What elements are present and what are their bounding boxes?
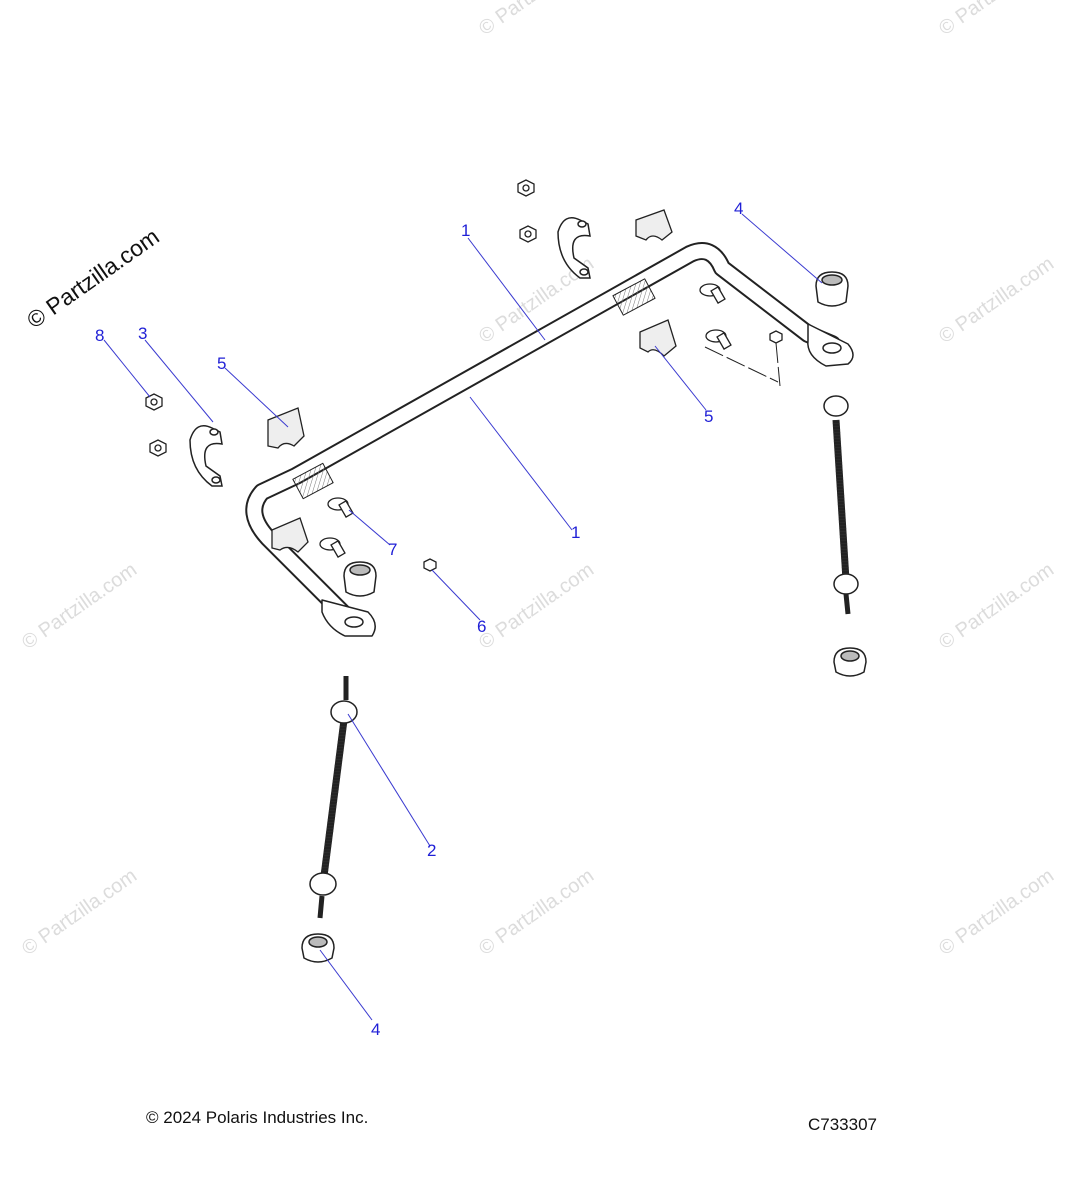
callout-nut-flange: 8 [95, 326, 105, 345]
retainer [267, 209, 677, 553]
callout-clamp-left: 3 [138, 324, 148, 343]
clamp [189, 217, 591, 487]
link-rod [309, 395, 859, 919]
bolt [319, 283, 732, 558]
callout-retainer-left: 5 [217, 354, 227, 373]
callout-nut-small: 6 [477, 617, 487, 636]
stabilizer-bar [245, 242, 854, 637]
callout-bushing-left-bottom: 4 [371, 1020, 381, 1039]
callout-bushing-right-top: 4 [734, 199, 744, 218]
callout-link-left: 2 [427, 841, 437, 860]
leader-lines [103, 213, 823, 1021]
callout-bar-lower: 1 [571, 523, 581, 542]
bushing [301, 271, 867, 963]
diagram-id: C733307 [808, 1115, 878, 1134]
nut [145, 179, 783, 572]
callout-retainer-right: 5 [704, 407, 714, 426]
callout-bar-upper: 1 [461, 221, 471, 240]
callout-bolt: 7 [388, 540, 398, 559]
copyright-text: © 2024 Polaris Industries Inc. [146, 1108, 369, 1127]
